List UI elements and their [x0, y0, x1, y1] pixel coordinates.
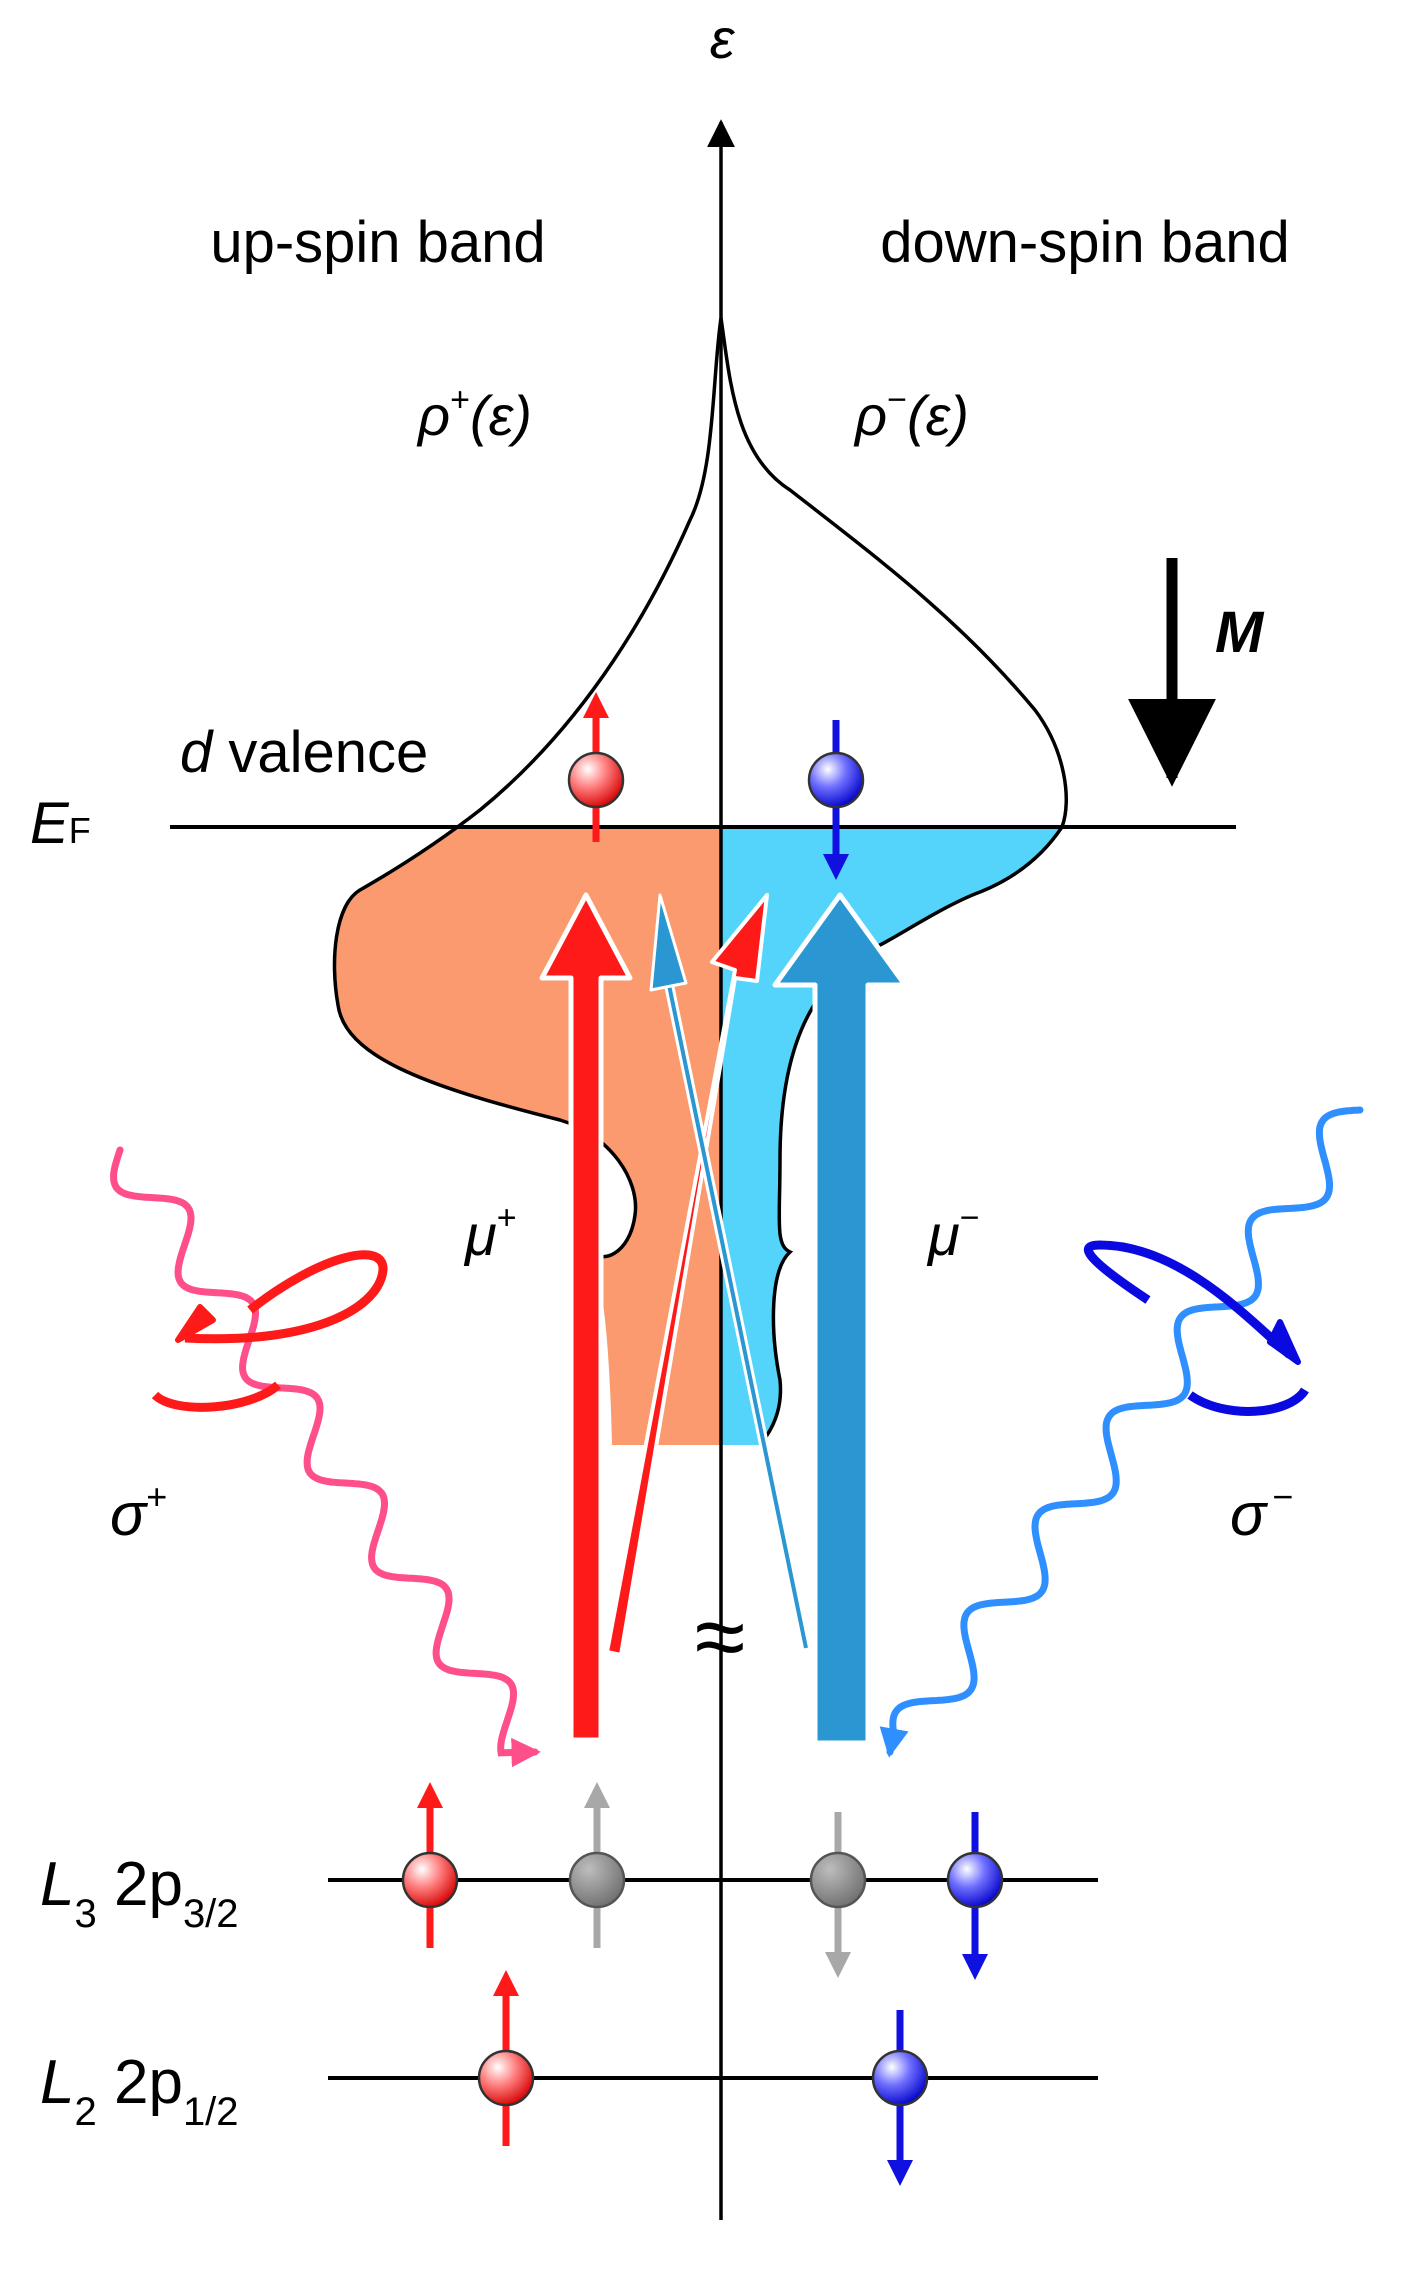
sigma-plus-polarization-loop: [151, 1250, 388, 1412]
spin-electrons: [401, 692, 1004, 2186]
l3-down-hole: [809, 1812, 867, 1978]
fermi-level-label: EF: [30, 791, 91, 856]
l2-down-electron: [871, 2010, 929, 2186]
mu-plus-arrow-diagonal: [605, 893, 769, 1657]
up-spin-dos-label: ρ+(ε): [416, 381, 532, 447]
mu-minus-arrow-thin: [649, 893, 811, 1650]
sigma-plus-photon-wave: [110, 1146, 541, 1768]
energy-axis-label: ε: [710, 7, 736, 70]
break-symbol: ≈: [695, 1586, 746, 1688]
sigma-plus-label: σ+: [110, 1476, 167, 1548]
up-spin-band-label: up-spin band: [210, 210, 545, 275]
dos-curve: [332, 317, 1068, 1447]
l2-up-electron: [477, 1970, 535, 2146]
sigma-minus-polarization-loop: [1084, 1240, 1309, 1416]
l3-down-electron: [946, 1812, 1004, 1980]
l3-up-hole: [568, 1782, 626, 1948]
down-spin-dos-label: ρ−(ε): [853, 381, 969, 447]
mu-plus-label: μ+: [463, 1199, 517, 1268]
valence-up-electron: [567, 692, 625, 842]
valence-down-electron: [807, 720, 865, 880]
l2-level-label: L2 2p1/2: [40, 2048, 239, 2134]
l3-up-electron: [401, 1782, 459, 1948]
mu-plus-arrow-main: [539, 892, 633, 1743]
sigma-minus-label: σ−: [1230, 1476, 1293, 1548]
sigma-minus-photon-wave: [879, 1106, 1364, 1758]
mu-minus-label: μ−: [926, 1199, 980, 1268]
magnetization-label: M: [1215, 600, 1265, 665]
up-spin-occupied-fill: [334, 827, 721, 1445]
d-valence-label: d valence: [180, 720, 428, 785]
l3-level-label: L3 2p3/2: [40, 1850, 239, 1936]
down-spin-band-label: down-spin band: [880, 210, 1290, 275]
down-spin-occupied-fill: [721, 827, 1062, 1445]
mu-minus-arrow-main: [772, 892, 908, 1746]
